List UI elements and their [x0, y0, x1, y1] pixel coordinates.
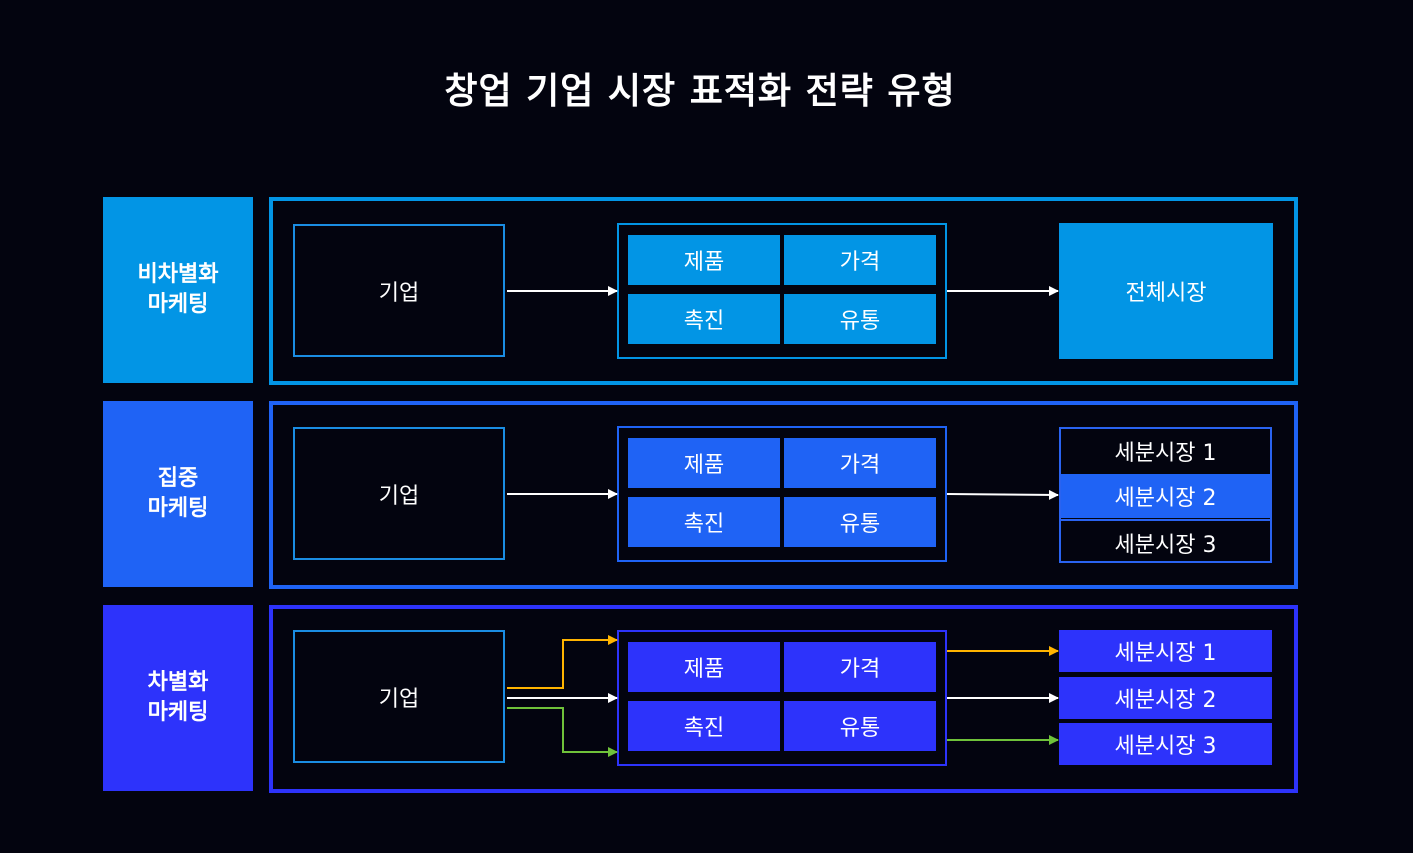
- whole-market-box: 전체시장: [1059, 223, 1273, 359]
- diagram-title: 창업 기업 시장 표적화 전략 유형: [444, 71, 956, 112]
- marketing-mix-box: 제품 가격 촉진 유통: [617, 426, 947, 562]
- mix-place: 유통: [784, 701, 936, 751]
- row-frame-concentrated: [269, 401, 1298, 589]
- segment-3: 세분시장 3: [1059, 723, 1272, 765]
- row-frame-undifferentiated: [269, 197, 1298, 385]
- segment-1: 세분시장 1: [1059, 630, 1272, 672]
- mix-price: 가격: [784, 235, 936, 285]
- segment-2: 세분시장 2: [1059, 677, 1272, 719]
- arrow-mix-to-segment: [946, 489, 1059, 500]
- company-box: 기업: [293, 224, 505, 357]
- segment-3: 세분시장 3: [1061, 519, 1270, 565]
- mix-price: 가격: [784, 642, 936, 692]
- mix-product: 제품: [628, 642, 780, 692]
- row-label-differentiated: 차별화 마케팅: [103, 605, 253, 791]
- marketing-mix-box: 제품 가격 촉진 유통: [617, 223, 947, 359]
- segment-1: 세분시장 1: [1114, 441, 1217, 466]
- row-label-line1: 차별화: [147, 670, 209, 695]
- row-label-concentrated: 집중 마케팅: [103, 401, 253, 587]
- mix-promotion: 촉진: [628, 701, 780, 751]
- segment-2-highlighted: 세분시장 2: [1061, 474, 1270, 518]
- mix-place: 유통: [784, 294, 936, 344]
- mix-price: 가격: [784, 438, 936, 488]
- row-label-line2: 마케팅: [147, 292, 209, 317]
- mix-place: 유통: [784, 497, 936, 547]
- company-box: 기업: [293, 427, 505, 560]
- mix-promotion: 촉진: [628, 497, 780, 547]
- mix-product: 제품: [628, 235, 780, 285]
- row-frame-differentiated: [269, 605, 1298, 793]
- mix-promotion: 촉진: [628, 294, 780, 344]
- arrow-company-to-mix-green: [507, 707, 618, 757]
- mix-product: 제품: [628, 438, 780, 488]
- segment-group: 세분시장 1 세분시장 2 세분시장 3: [1059, 427, 1272, 563]
- row-label-line2: 마케팅: [147, 700, 209, 725]
- arrow-company-to-mix-yellow: [507, 635, 618, 689]
- row-label-undifferentiated: 비차별화 마케팅: [103, 197, 253, 383]
- row-label-line1: 집중: [157, 466, 199, 491]
- row-label-line2: 마케팅: [147, 496, 209, 521]
- row-label-line1: 비차별화: [137, 262, 219, 287]
- marketing-mix-box: 제품 가격 촉진 유통: [617, 630, 947, 766]
- company-box: 기업: [293, 630, 505, 763]
